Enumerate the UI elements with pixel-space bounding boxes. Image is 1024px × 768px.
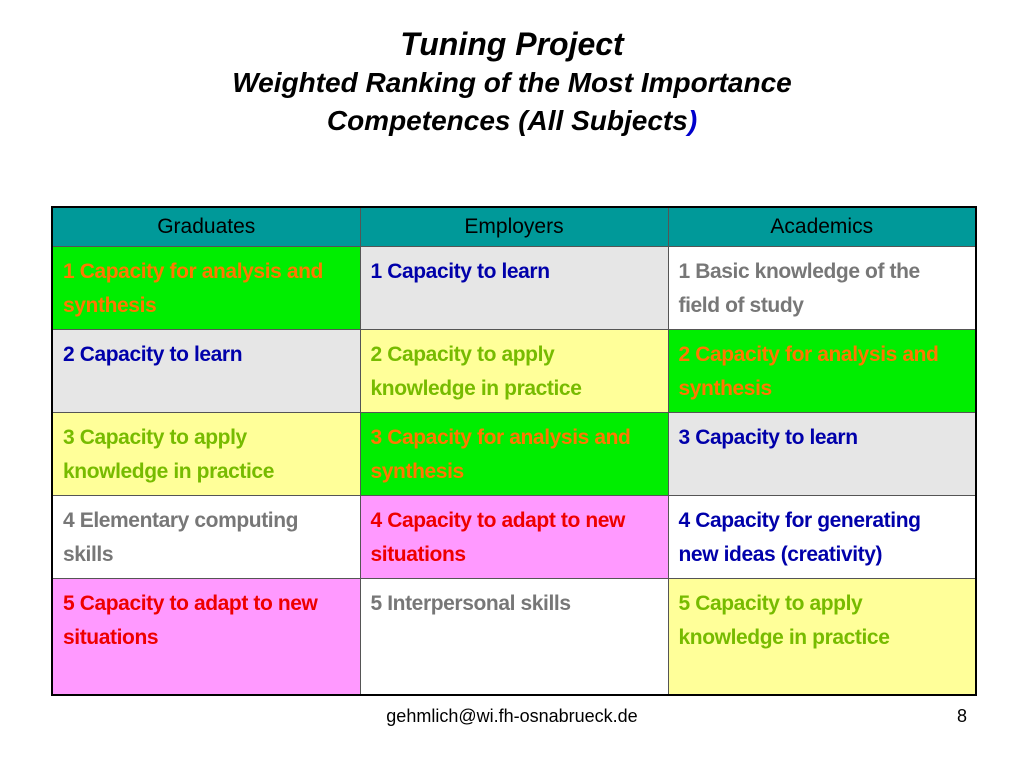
title-line-2-text: Weighted Ranking of the Most Importance <box>232 67 792 98</box>
column-header-graduates: Graduates <box>51 206 361 247</box>
page-number: 8 <box>956 706 967 726</box>
title-line-3-text: Competences (All Subjects <box>326 105 688 136</box>
table-cell: 1 Basic knowledge of the field of study <box>667 246 977 330</box>
table-cell: 4 Capacity to adapt to new situations <box>359 495 669 579</box>
table-cell: 1 Capacity for analysis and synthesis <box>51 246 361 330</box>
table-cell: 4 Capacity for generating new ideas (cre… <box>667 495 977 579</box>
title-line-3: Competences (All Subjects) <box>0 102 1024 140</box>
table-cell: 2 Capacity for analysis and synthesis <box>667 329 977 413</box>
ranking-table: Graduates Employers Academics 1 Capacity… <box>51 206 977 696</box>
table-row: 5 Capacity to adapt to new situations 5 … <box>51 578 977 696</box>
table-cell: 2 Capacity to learn <box>51 329 361 413</box>
table-row: 1 Capacity for analysis and synthesis 1 … <box>51 246 977 330</box>
table-cell: 4 Elementary computing skills <box>51 495 361 579</box>
table-cell: 3 Capacity for analysis and synthesis <box>359 412 669 496</box>
footer-email: gehmlich@wi.fh-osnabrueck.de <box>386 706 638 726</box>
table-cell: 5 Interpersonal skills <box>359 578 669 696</box>
table-row: 3 Capacity to apply knowledge in practic… <box>51 412 977 496</box>
title-line-1: Tuning Project <box>400 26 624 62</box>
table-cell: 3 Capacity to apply knowledge in practic… <box>51 412 361 496</box>
title-line-2: Weighted Ranking of the Most Importance <box>0 64 1024 102</box>
column-header-academics: Academics <box>667 206 977 247</box>
table-header-row: Graduates Employers Academics <box>51 206 977 247</box>
table-cell: 5 Capacity to apply knowledge in practic… <box>667 578 977 696</box>
table-cell: 3 Capacity to learn <box>667 412 977 496</box>
table-cell: 5 Capacity to adapt to new situations <box>51 578 361 696</box>
table-cell: 1 Capacity to learn <box>359 246 669 330</box>
table-row: 2 Capacity to learn 2 Capacity to apply … <box>51 329 977 413</box>
slide-title: Tuning Project Weighted Ranking of the M… <box>0 24 1024 140</box>
column-header-employers: Employers <box>359 206 669 247</box>
title-closing-paren: ) <box>687 105 698 136</box>
table-cell: 2 Capacity to apply knowledge in practic… <box>359 329 669 413</box>
table-row: 4 Elementary computing skills 4 Capacity… <box>51 495 977 579</box>
